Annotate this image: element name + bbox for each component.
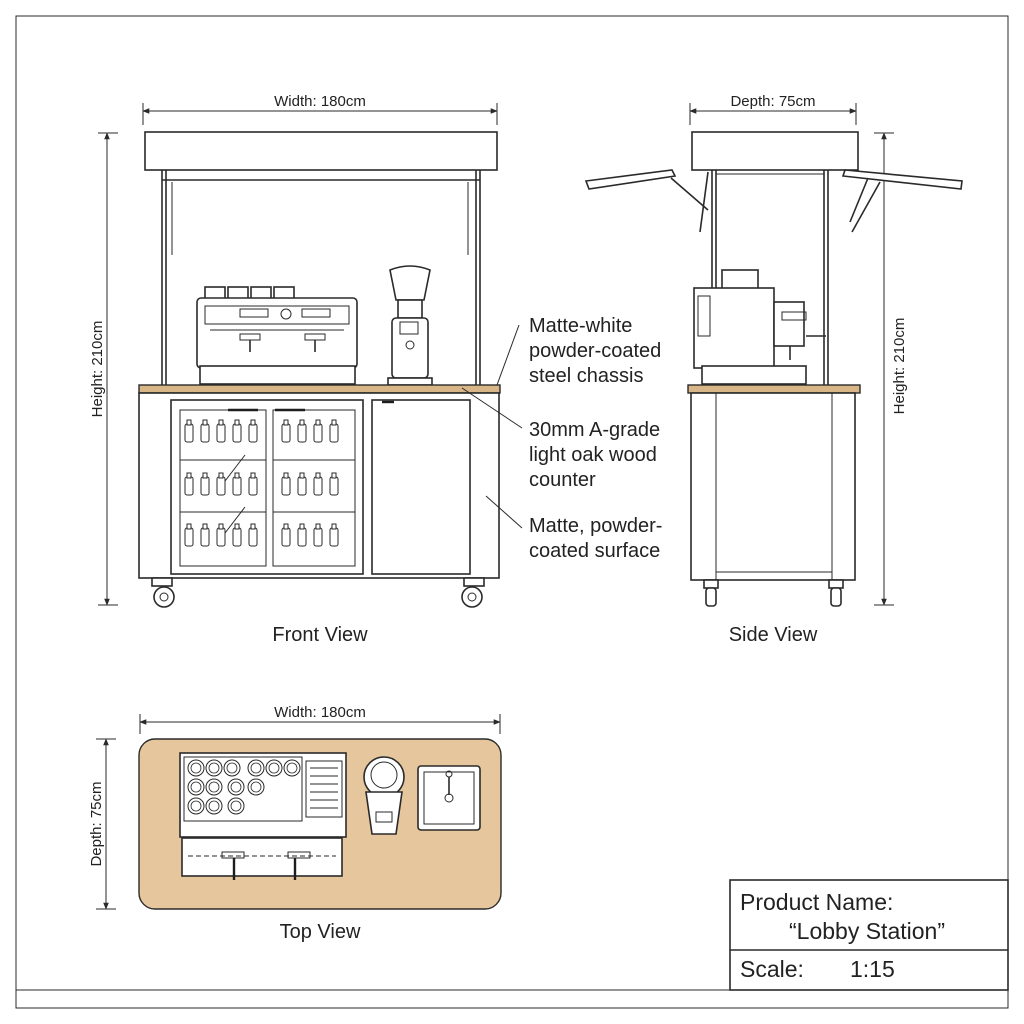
fridge-door-right — [272, 409, 356, 567]
side-cabinet-body — [690, 392, 856, 581]
callout-counter-line-3: counter — [529, 469, 596, 491]
side-casters — [703, 579, 844, 607]
callouts: Matte-white powder-coated steel chassis … — [461, 315, 668, 562]
callout-leader-chassis — [496, 324, 520, 386]
front-canopy — [144, 131, 498, 171]
front-espresso-machine — [196, 286, 358, 385]
callout-leader-counter — [461, 387, 523, 429]
title-block: Product Name: “Lobby Station” Scale: 1:1… — [729, 879, 1009, 991]
side-canopy — [691, 131, 859, 171]
side-view-label: Side View — [729, 624, 818, 646]
callout-chassis-line-1: Matte-white — [529, 315, 632, 337]
scale-value: 1:15 — [850, 956, 895, 982]
side-awning-left — [584, 169, 677, 190]
callout-counter: 30mm A-grade light oak wood counter — [529, 419, 666, 491]
front-oak-counter — [138, 384, 501, 394]
callout-surface-line-2: coated surface — [529, 540, 660, 562]
top-width-label: Width: 180cm — [274, 704, 366, 721]
top-view: Width: 180cm Depth: 75cm — [88, 704, 502, 943]
front-casters — [151, 577, 485, 608]
callout-chassis-line-3: steel chassis — [529, 365, 644, 387]
side-view: Depth: 75cm Height: 210cm — [584, 93, 963, 646]
callout-counter-line-2: light oak wood — [529, 444, 657, 466]
top-espresso-machine — [179, 752, 347, 880]
side-awning-right — [841, 169, 963, 190]
callout-surface: Matte, powder- coated surface — [529, 515, 668, 562]
front-grinder — [387, 265, 433, 386]
side-height-label: Height: 210cm — [891, 318, 908, 415]
product-name-value: “Lobby Station” — [789, 918, 945, 944]
front-cabinet-door — [371, 399, 471, 575]
front-height-label: Height: 210cm — [89, 321, 106, 418]
front-width-label: Width: 180cm — [274, 93, 366, 110]
callout-chassis-line-2: powder-coated — [529, 340, 661, 362]
top-sink — [417, 765, 481, 831]
front-view-label: Front View — [272, 624, 368, 646]
callout-leader-surface — [485, 495, 523, 529]
front-view: Width: 180cm Height: 210cm — [89, 93, 501, 646]
top-view-label: Top View — [280, 921, 361, 943]
top-grinder — [363, 756, 405, 835]
product-name-label: Product Name: — [740, 889, 893, 915]
side-depth-label: Depth: 75cm — [730, 93, 815, 110]
fridge-door-left — [179, 409, 267, 567]
callout-surface-line-1: Matte, powder- — [529, 515, 662, 537]
callout-counter-line-1: 30mm A-grade — [529, 419, 660, 441]
scale-label: Scale: — [740, 956, 804, 982]
sheet-border — [15, 15, 1009, 1009]
top-depth-label: Depth: 75cm — [88, 781, 105, 866]
callout-chassis: Matte-white powder-coated steel chassis — [529, 315, 667, 387]
side-oak-counter — [687, 384, 861, 394]
side-espresso-machine — [693, 269, 826, 385]
